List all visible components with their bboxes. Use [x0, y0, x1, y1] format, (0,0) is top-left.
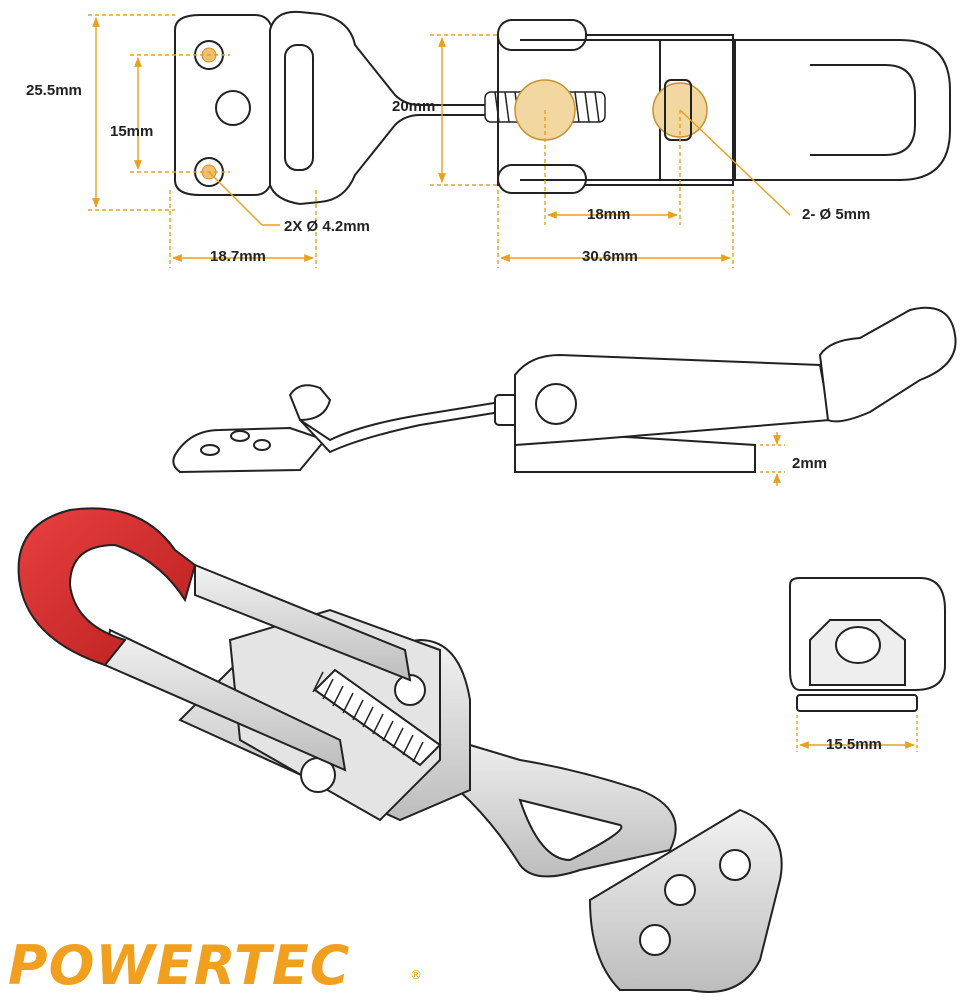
- plate-hole-middle: [215, 90, 251, 126]
- dim-label-thickness: 2mm: [792, 455, 828, 472]
- side-view: [172, 306, 957, 474]
- dim-label-body-length: 30.6mm: [582, 248, 638, 265]
- loop-inner-bar: [284, 44, 314, 171]
- end-view: [789, 577, 946, 712]
- side-pivot: [535, 383, 577, 425]
- latch-body: [497, 34, 734, 186]
- brand-name: POWERTEC: [8, 934, 351, 997]
- registered-mark: ®: [410, 968, 422, 982]
- iso-triangle-loop: [419, 728, 677, 878]
- side-view-dimensions: [760, 432, 785, 486]
- dim-label-total-height: 25.5mm: [26, 82, 82, 99]
- end-view-base: [796, 694, 918, 712]
- dim-label-plate-width: 18.7mm: [210, 248, 266, 265]
- dim-label-body-hole: 2- Ø 5mm: [802, 206, 871, 223]
- side-handle: [818, 306, 957, 423]
- iso-handle-upper: [194, 563, 412, 682]
- iso-spring-coils: [312, 671, 424, 763]
- side-arm: [299, 400, 501, 454]
- side-loop: [288, 384, 332, 422]
- dim-label-slot-offset: 18mm: [587, 206, 631, 223]
- dim-label-hole-spacing: 15mm: [110, 123, 154, 140]
- top-view-dimensions: [88, 14, 791, 268]
- iso-red-grip: [17, 507, 197, 667]
- iso-spring: [313, 668, 442, 767]
- end-view-dimensions: [796, 715, 918, 752]
- dim-label-body-height: 20mm: [392, 98, 436, 115]
- dim-label-hole-diameter: 2X Ø 4.2mm: [284, 218, 370, 235]
- isometric-view: [17, 507, 783, 993]
- top-view: [174, 10, 951, 206]
- dim-label-end-width: 15.5mm: [826, 736, 882, 753]
- brand-logo: POWERTEC ®: [8, 938, 428, 994]
- side-body: [514, 353, 832, 447]
